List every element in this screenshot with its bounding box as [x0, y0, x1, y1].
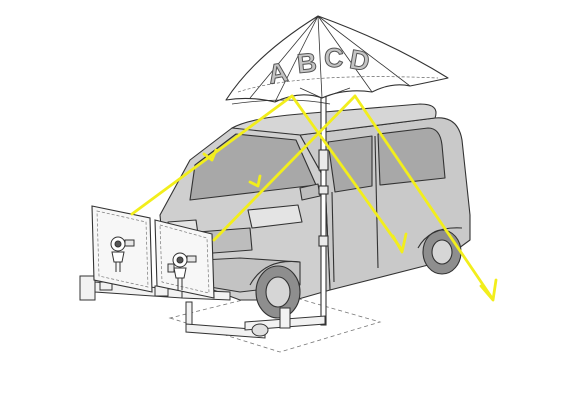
ray-arrowheads	[391, 232, 498, 302]
umbrella-letter-c: C	[323, 43, 344, 74]
ground-outline	[168, 291, 382, 353]
umbrella-letter-d: D	[347, 44, 371, 77]
arrowhead-1	[391, 232, 408, 254]
ray-mirror-left-to-umbrella	[130, 94, 294, 216]
umbrella-letter-b: B	[296, 47, 319, 79]
side-window-front	[327, 135, 373, 193]
pole-clamp-2	[318, 235, 329, 247]
headlight	[247, 204, 303, 229]
ray-reflect-1	[290, 94, 404, 252]
camera-icon	[110, 236, 135, 272]
pole-clamp-3	[318, 185, 329, 195]
side-window-rear	[377, 127, 446, 186]
ray-mirror-right-to-umbrella	[212, 94, 357, 242]
pole-clamp	[318, 149, 329, 171]
camera-icon-2	[167, 252, 197, 290]
arrowhead-2	[479, 278, 498, 302]
side-mirror	[299, 183, 321, 201]
door-line	[374, 135, 379, 269]
windshield	[189, 133, 317, 201]
umbrella: A B C D	[225, 15, 449, 105]
ray-reflect-2	[353, 94, 494, 300]
door-line-2	[331, 191, 335, 283]
vehicle-icon	[159, 103, 471, 319]
light-rays	[130, 94, 494, 300]
